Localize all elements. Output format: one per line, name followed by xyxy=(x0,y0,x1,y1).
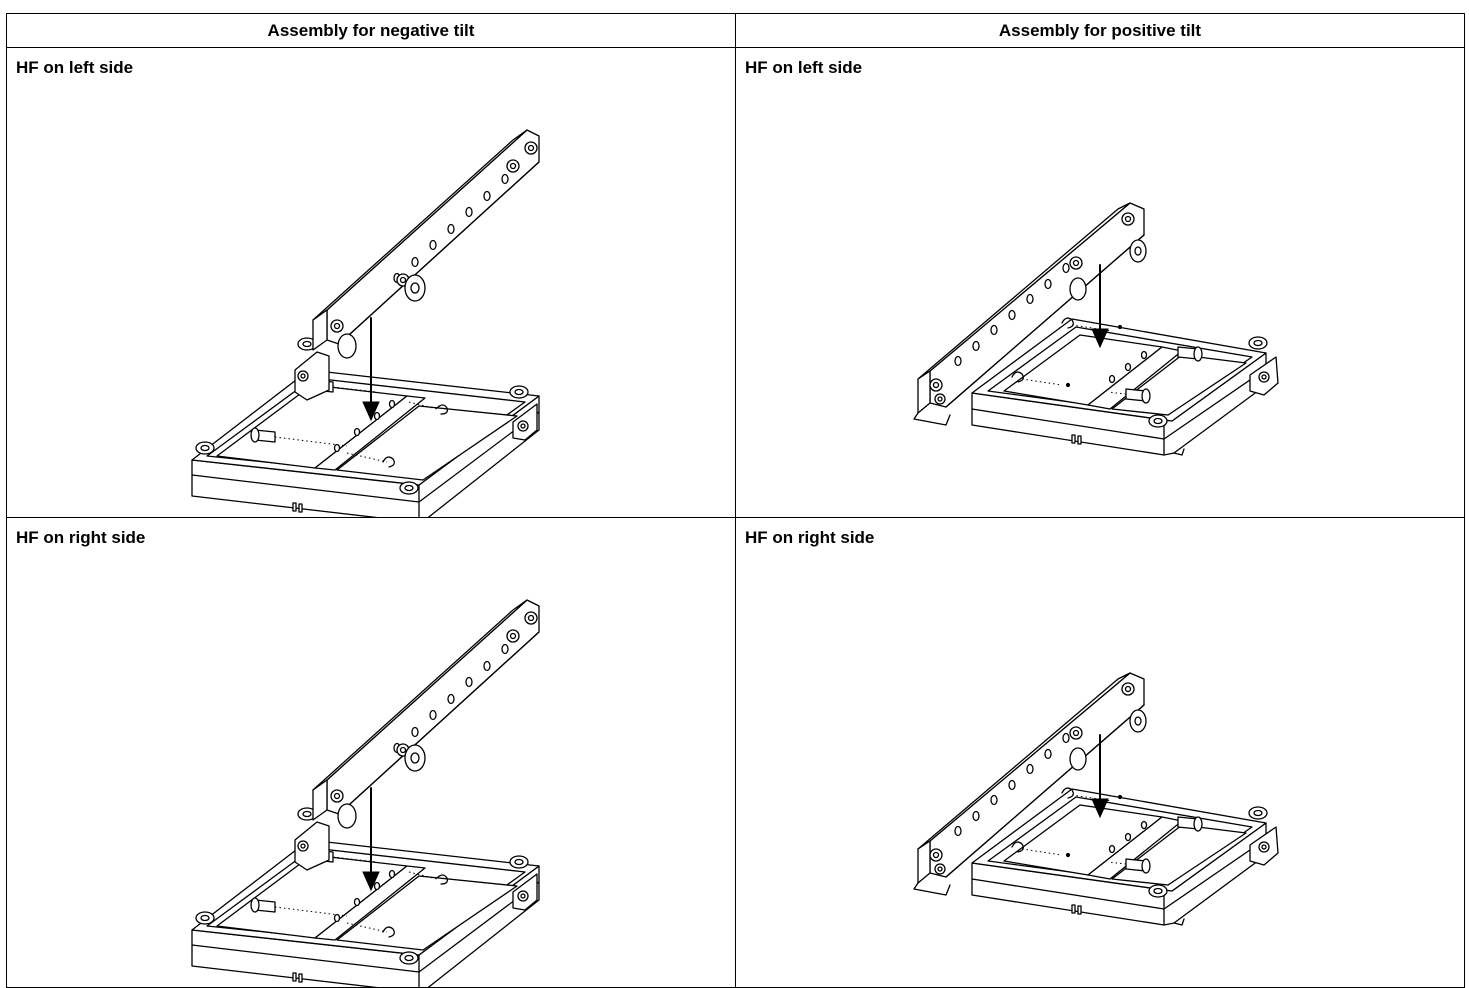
table-header-row: Assembly for negative tilt Assembly for … xyxy=(6,13,1465,48)
table-row: HF on right side HF on right side xyxy=(6,517,1465,988)
table-row: HF on left side HF on left side xyxy=(6,47,1465,518)
cell-positive-hf-left: HF on left side xyxy=(735,47,1465,518)
positive-tilt-hf-left-illustration xyxy=(913,202,1279,456)
cell-label: HF on left side xyxy=(16,58,134,77)
assembly-table: Assembly for negative tilt Assembly for … xyxy=(6,13,1465,988)
cell-negative-hf-left: HF on left side xyxy=(6,47,736,518)
negative-tilt-hf-left-illustration xyxy=(191,129,540,517)
positive-tilt-hf-right-illustration xyxy=(913,672,1279,926)
cell-label: HF on right side xyxy=(745,528,875,547)
header-positive-tilt: Assembly for positive tilt xyxy=(735,13,1465,48)
cell-label: HF on left side xyxy=(745,58,863,77)
cell-negative-hf-right: HF on right side xyxy=(6,517,736,988)
negative-tilt-hf-right-illustration xyxy=(191,599,540,987)
header-negative-tilt: Assembly for negative tilt xyxy=(6,13,736,48)
cell-label: HF on right side xyxy=(16,528,146,547)
cell-positive-hf-right: HF on right side xyxy=(735,517,1465,988)
